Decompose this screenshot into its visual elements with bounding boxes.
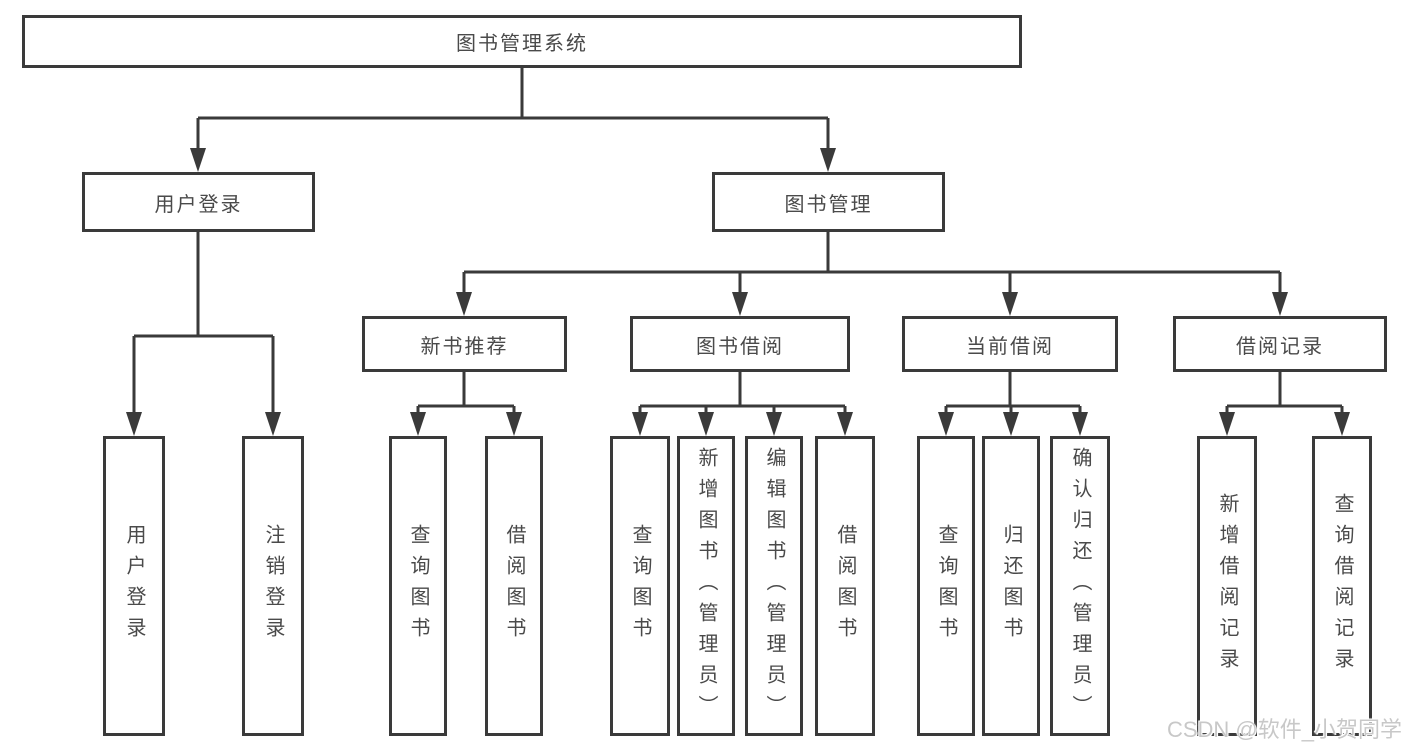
connector-new-books xyxy=(410,372,522,436)
node-label: 用户登录 xyxy=(123,524,145,648)
leaf-add-books-admin: 新增图书（管理员） xyxy=(677,436,735,736)
arrow-down-icon xyxy=(1072,412,1088,436)
node-label: 当前借阅 xyxy=(966,335,1054,358)
node-book-borrow: 图书借阅 xyxy=(630,316,850,372)
node-label: 查询图书 xyxy=(629,524,651,648)
leaf-edit-books-admin: 编辑图书（管理员） xyxy=(745,436,803,736)
node-label: 借阅图书 xyxy=(503,524,525,648)
arrow-down-icon xyxy=(820,148,836,172)
arrow-down-icon xyxy=(1219,412,1235,436)
node-label: 注销登录 xyxy=(262,524,284,648)
connector-root xyxy=(190,68,836,172)
node-new-books: 新书推荐 xyxy=(362,316,567,372)
node-borrow-records: 借阅记录 xyxy=(1173,316,1387,372)
node-label: 编辑图书（管理员） xyxy=(763,446,785,726)
node-user-login: 用户登录 xyxy=(82,172,315,232)
connector-book-mgmt xyxy=(456,232,1288,316)
leaf-return-books: 归还图书 xyxy=(982,436,1040,736)
leaf-confirm-return-admin: 确认归还（管理员） xyxy=(1050,436,1110,736)
node-label: 新增借阅记录 xyxy=(1216,493,1238,679)
leaf-borrow-books-2: 借阅图书 xyxy=(815,436,875,736)
connector-borrow-records xyxy=(1219,372,1350,436)
arrow-down-icon xyxy=(698,412,714,436)
node-label: 新书推荐 xyxy=(420,335,509,358)
csdn-watermark: CSDN @软件_小贺同学 xyxy=(1166,717,1402,742)
node-book-mgmt: 图书管理 xyxy=(712,172,945,232)
node-current-borrow: 当前借阅 xyxy=(902,316,1118,372)
arrow-down-icon xyxy=(190,148,206,172)
node-label: 查询图书 xyxy=(935,524,957,648)
arrow-down-icon xyxy=(766,412,782,436)
node-label: 归还图书 xyxy=(1000,524,1022,648)
arrow-down-icon xyxy=(1334,412,1350,436)
leaf-query-borrow-record: 查询借阅记录 xyxy=(1312,436,1372,736)
leaf-query-books-1: 查询图书 xyxy=(389,436,447,736)
leaf-add-borrow-record: 新增借阅记录 xyxy=(1197,436,1257,736)
node-system-root: 图书管理系统 xyxy=(22,15,1022,68)
arrow-down-icon xyxy=(456,292,472,316)
arrow-down-icon xyxy=(1002,292,1018,316)
leaf-logout: 注销登录 xyxy=(242,436,304,736)
arrow-down-icon xyxy=(265,412,281,436)
arrow-down-icon xyxy=(506,412,522,436)
node-label: 用户登录 xyxy=(154,193,243,216)
node-label: 查询借阅记录 xyxy=(1331,493,1353,679)
leaf-query-books-2: 查询图书 xyxy=(610,436,670,736)
leaf-query-books-3: 查询图书 xyxy=(917,436,975,736)
leaf-borrow-books-1: 借阅图书 xyxy=(485,436,543,736)
connector-book-borrow xyxy=(632,372,853,436)
arrow-down-icon xyxy=(837,412,853,436)
arrow-down-icon xyxy=(1272,292,1288,316)
arrow-down-icon xyxy=(410,412,426,436)
node-label: 查询图书 xyxy=(407,524,429,648)
node-label: 图书借阅 xyxy=(696,335,784,358)
node-label: 新增图书（管理员） xyxy=(695,446,717,726)
arrow-down-icon xyxy=(732,292,748,316)
node-label: 借阅图书 xyxy=(834,524,856,648)
arrow-down-icon xyxy=(126,412,142,436)
node-label: 图书管理系统 xyxy=(456,33,588,55)
leaf-user-login: 用户登录 xyxy=(103,436,165,736)
arrow-down-icon xyxy=(938,412,954,436)
arrow-down-icon xyxy=(1003,412,1019,436)
node-label: 图书管理 xyxy=(784,193,873,216)
node-label: 借阅记录 xyxy=(1236,335,1324,358)
node-label: 确认归还（管理员） xyxy=(1069,446,1091,726)
arrow-down-icon xyxy=(632,412,648,436)
connector-current-borrow xyxy=(938,372,1088,436)
connector-user-login xyxy=(126,232,281,436)
